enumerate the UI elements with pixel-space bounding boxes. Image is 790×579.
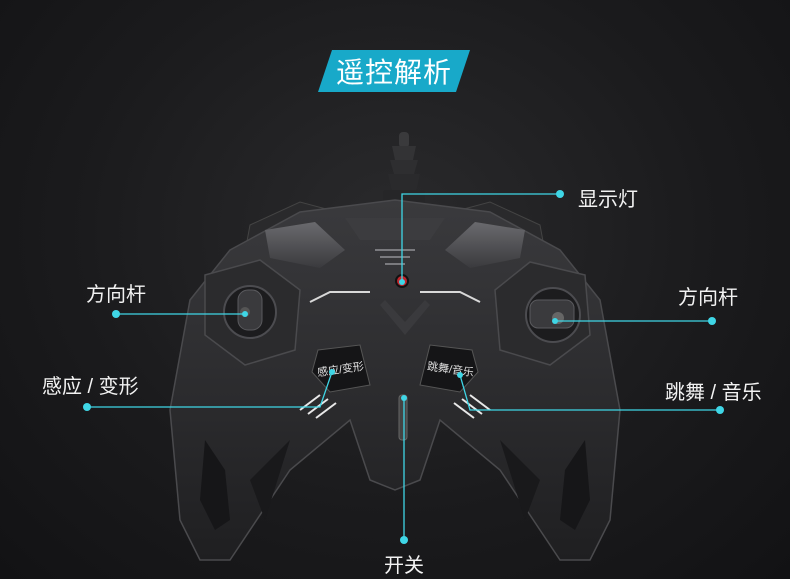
right-stick[interactable] — [494, 261, 591, 366]
right-grip-cutout — [560, 440, 590, 530]
page-title-text: 遥控解析 — [335, 57, 452, 88]
top-left-plate — [265, 222, 345, 268]
power-switch[interactable] — [398, 394, 408, 441]
left-grip-cutout — [200, 440, 230, 530]
label-dance-music: 跳舞 / 音乐 — [665, 382, 762, 404]
callout-indicator — [401, 193, 560, 282]
top-right-plate — [445, 222, 525, 268]
left-stick[interactable] — [204, 259, 301, 366]
label-left-stick: 方向杆 — [86, 284, 146, 306]
label-right-stick: 方向杆 — [678, 287, 738, 309]
antenna — [383, 132, 425, 204]
sense-transform-button[interactable]: 感应/变形 — [311, 344, 371, 393]
label-indicator-light: 显示灯 — [578, 189, 638, 211]
label-sense-transform: 感应 / 变形 — [42, 376, 139, 398]
callout-sense-transform — [87, 371, 333, 408]
controller-body — [169, 199, 621, 561]
callout-dance-music — [459, 374, 720, 411]
page-title: 遥控解析 — [318, 50, 470, 92]
label-power-switch: 开关 — [384, 555, 424, 577]
